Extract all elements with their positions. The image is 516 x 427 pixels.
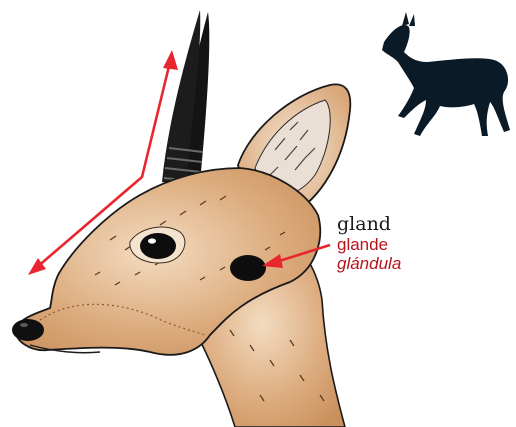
label-french: glande: [337, 235, 401, 254]
label-english: gland: [337, 214, 401, 235]
eye-highlight: [148, 238, 156, 243]
antelope-silhouette-icon: [382, 12, 510, 136]
nose: [12, 319, 44, 341]
gland-label: gland glande glándula: [337, 214, 401, 273]
eye: [140, 233, 176, 259]
nostril-highlight: [20, 323, 28, 327]
label-spanish: glándula: [337, 254, 401, 273]
gland: [230, 255, 266, 281]
